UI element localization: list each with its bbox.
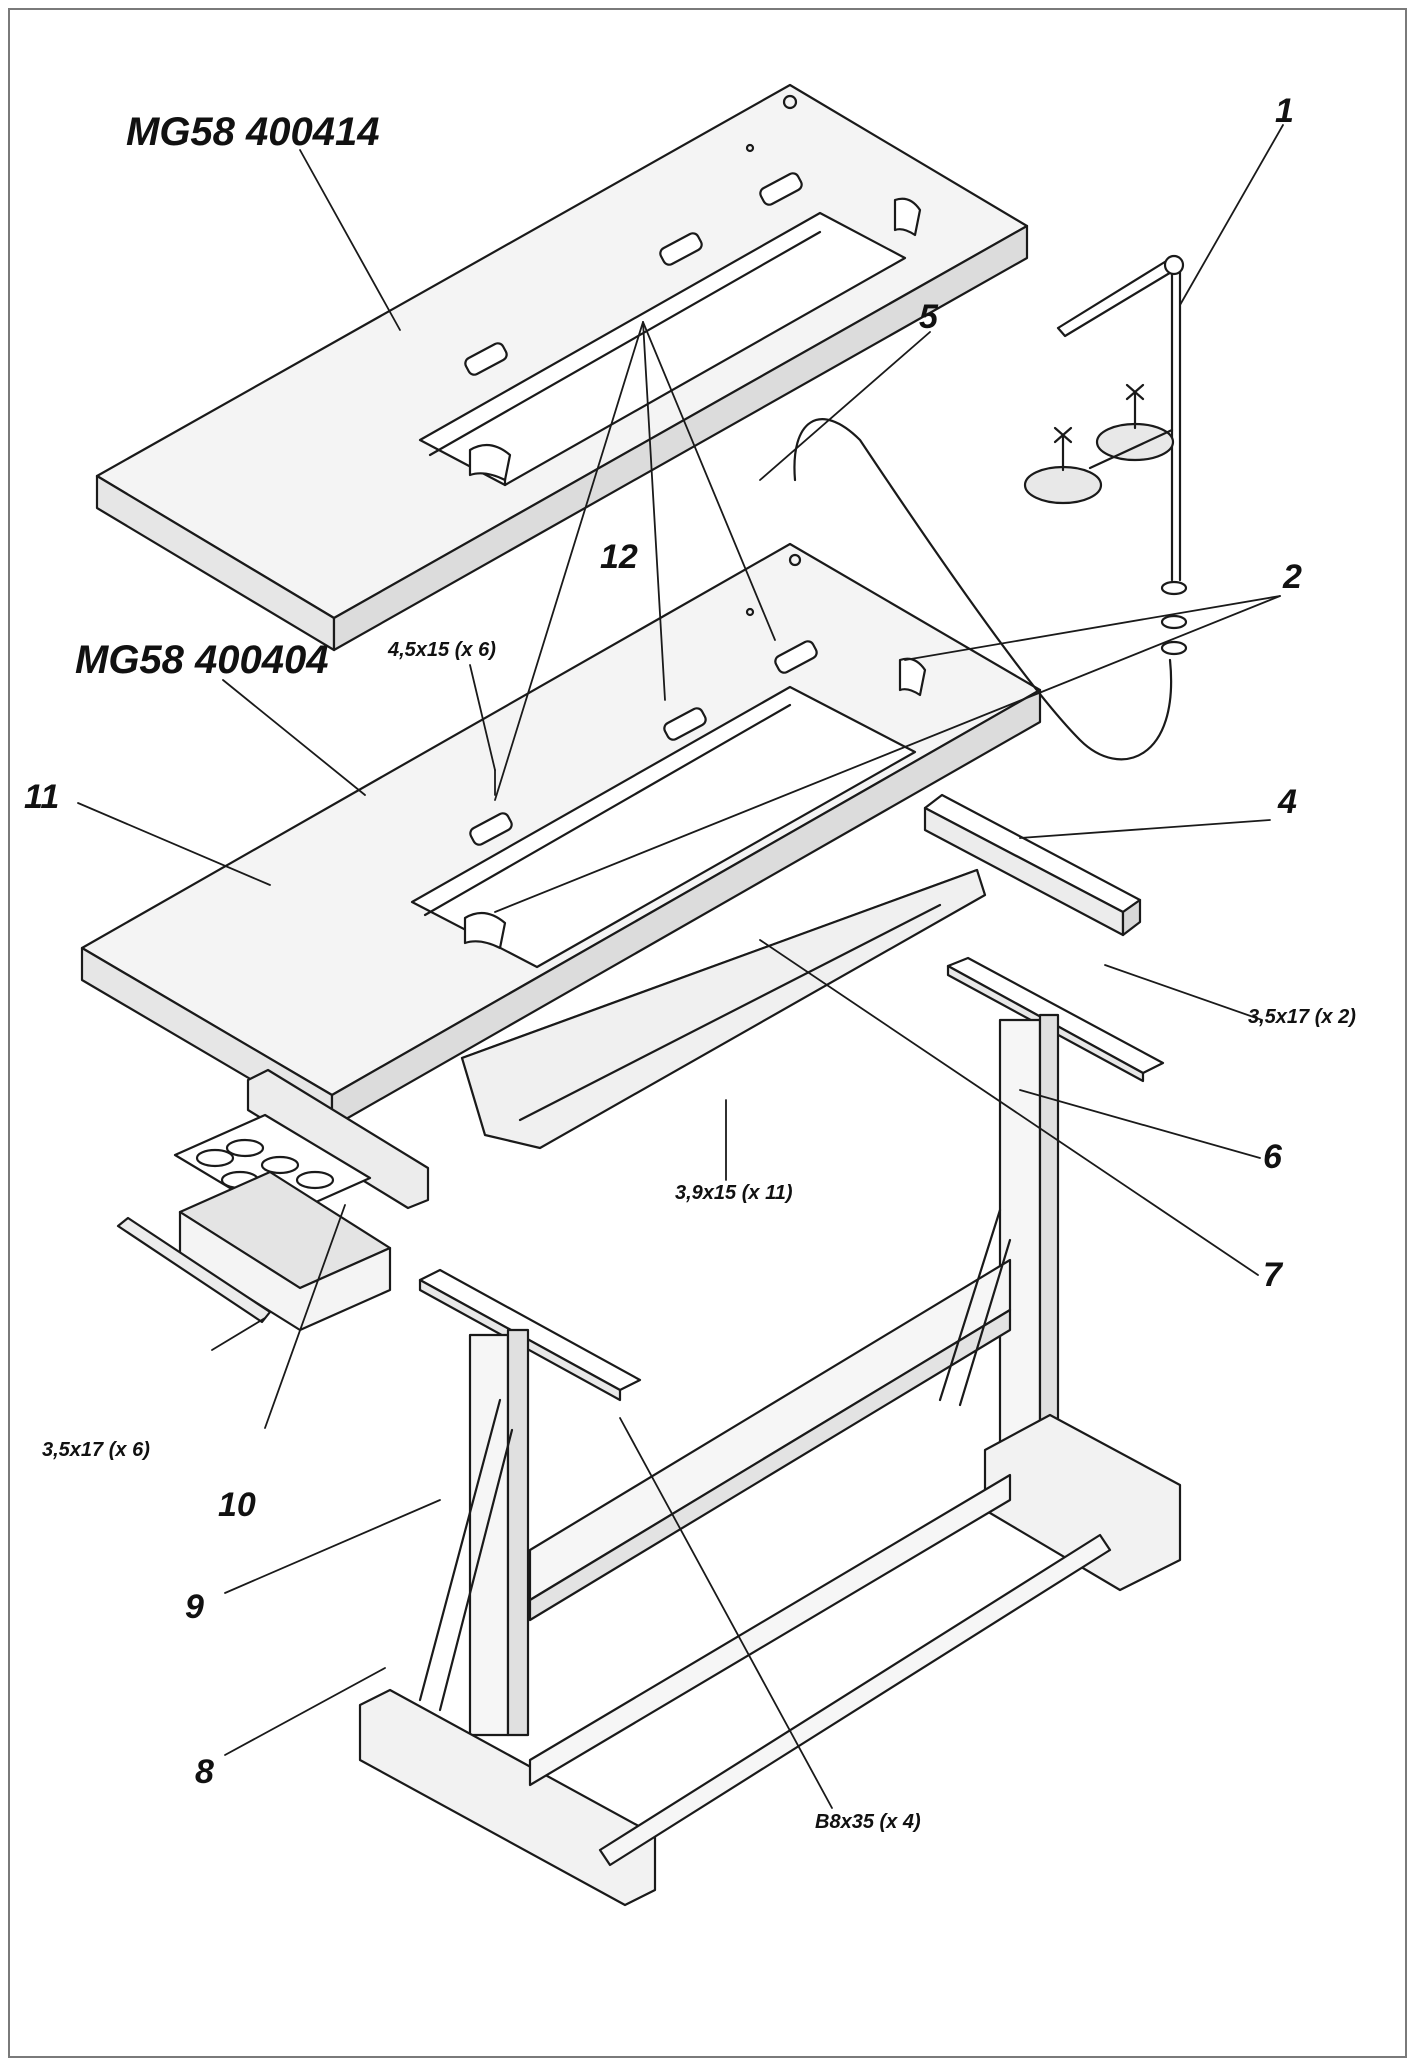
screw-spec-frame: B8x35 (x 4) — [815, 1811, 921, 1833]
drawer-assembly — [116, 1068, 430, 1332]
callout-7: 7 — [1263, 1256, 1282, 1294]
table-stand-frame — [358, 956, 1182, 1907]
top-table-board — [95, 83, 1029, 652]
screw-spec-top: 4,5x15 (x 6) — [388, 639, 496, 661]
leader-lines — [77, 124, 1284, 1809]
under-table-tray — [460, 868, 987, 1150]
callout-9: 9 — [185, 1588, 204, 1626]
callout-4: 4 — [1278, 783, 1297, 821]
screw-spec-drawer: 3,5x17 (x 6) — [42, 1439, 150, 1461]
screw-spec-tray: 3,9x15 (x 11) — [675, 1182, 793, 1204]
part-code-top-board: MG58 400414 — [126, 110, 380, 154]
callout-1: 1 — [1275, 92, 1294, 130]
cable-rail — [923, 793, 1142, 937]
callout-8: 8 — [195, 1753, 214, 1791]
callout-6: 6 — [1263, 1138, 1282, 1176]
callout-5: 5 — [919, 298, 938, 336]
main-table-board — [80, 542, 1042, 1129]
thread-stand — [793, 254, 1188, 761]
callout-11: 11 — [24, 778, 60, 816]
page-frame — [8, 8, 1407, 2058]
callout-10: 10 — [218, 1486, 256, 1524]
callout-2: 2 — [1283, 558, 1302, 596]
screw-spec-rail: 3,5x17 (x 2) — [1248, 1006, 1356, 1028]
callout-12: 12 — [600, 538, 638, 576]
part-code-main-board: MG58 400404 — [75, 638, 329, 682]
